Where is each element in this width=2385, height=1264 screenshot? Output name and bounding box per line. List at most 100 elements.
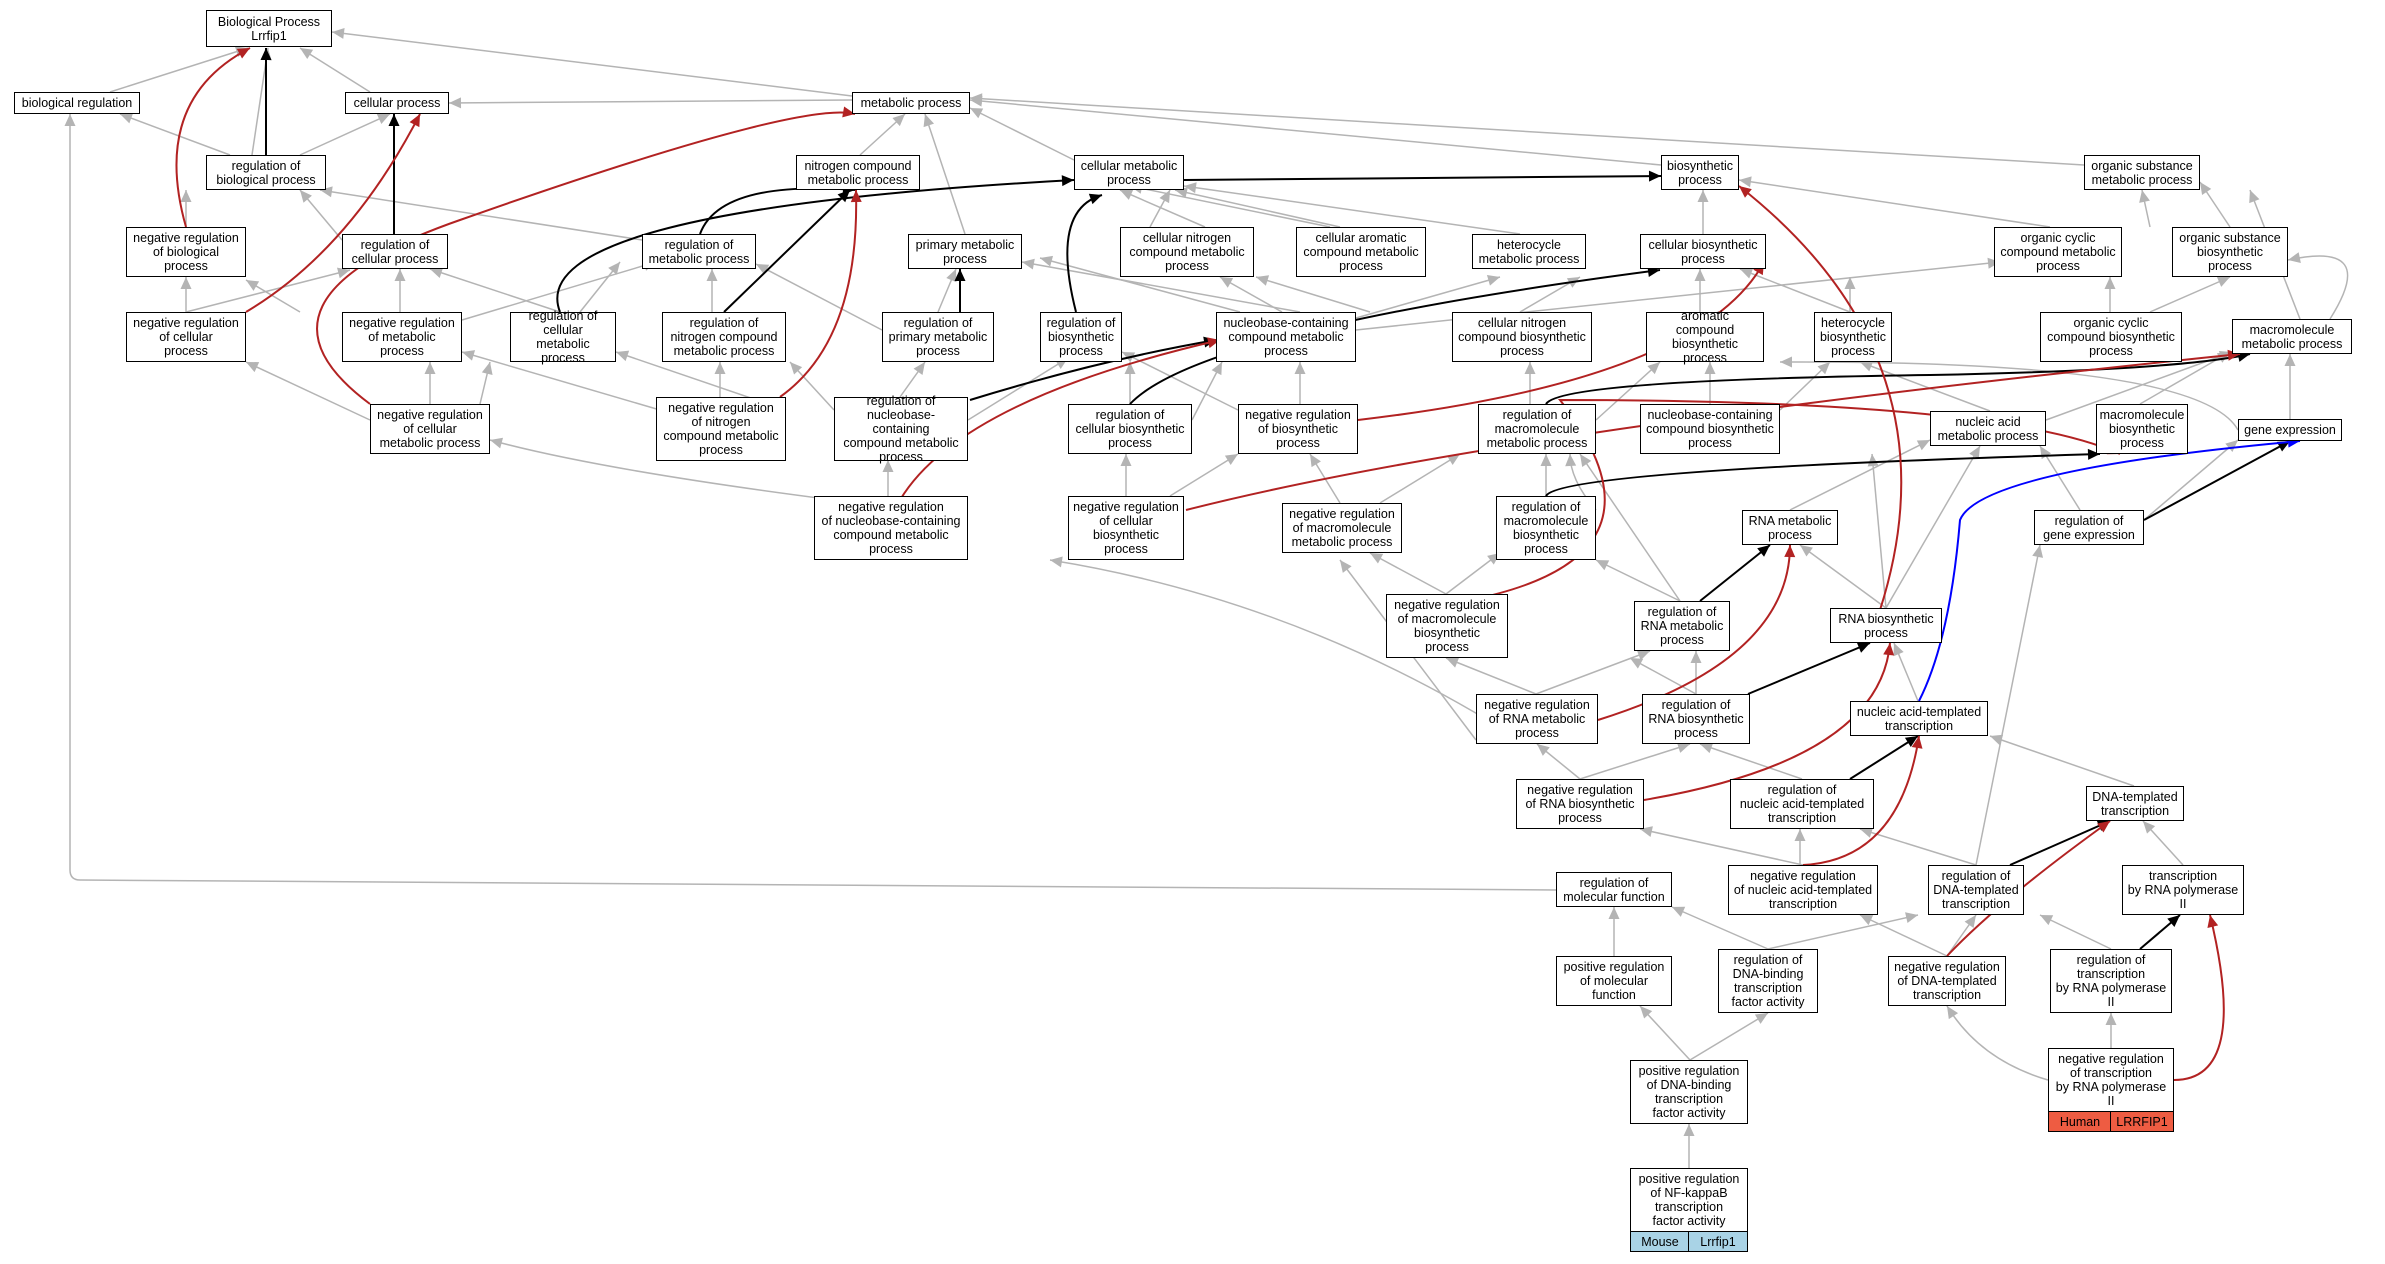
node-regulation-of-dna-templated-transcription[interactable]: regulation of DNA-templated transcriptio…: [1928, 865, 2024, 915]
node-regulation-of-cellular-metabolic-process[interactable]: regulation of cellular metabolic process: [510, 309, 616, 365]
node-regulation-of-transcription-by-rna-polymerase-ii[interactable]: regulation of transcription by RNA polym…: [2050, 949, 2172, 1013]
edge-arrowhead: [1916, 440, 1930, 451]
node-biosynthetic-process[interactable]: biosynthetic process: [1661, 155, 1739, 190]
node-organic-substance-metabolic-process[interactable]: organic substance metabolic process: [2084, 155, 2200, 190]
edge-arrowhead: [2288, 252, 2301, 263]
edge-arrowhead: [337, 267, 350, 279]
node-regulation-of-biosynthetic-process[interactable]: regulation of biosynthetic process: [1040, 312, 1122, 362]
node-negative-regulation-of-rna-metabolic-process[interactable]: negative regulation of RNA metabolic pro…: [1476, 694, 1598, 744]
edge-gray: [69, 114, 1557, 891]
edge-gray: [1989, 735, 2135, 787]
edge-arrowhead: [850, 190, 862, 203]
edge-gray: [1039, 257, 1241, 313]
node-rna-biosynthetic-process[interactable]: RNA biosynthetic process: [1830, 608, 1942, 643]
node-nucleobase-containing-compound-metabolic-process[interactable]: nucleobase-containing compound metabolic…: [1216, 312, 1356, 362]
node-negative-regulation-of-dna-templated-transcription[interactable]: negative regulation of DNA-templated tra…: [1888, 956, 2006, 1006]
node-regulation-of-cellular-process[interactable]: regulation of cellular process: [342, 234, 448, 269]
edge-arrowhead: [1022, 258, 1035, 270]
node-nitrogen-compound-metabolic-process[interactable]: nitrogen compound metabolic process: [796, 155, 920, 190]
node-transcription-by-rna-polymerase-ii[interactable]: transcription by RNA polymerase II: [2122, 865, 2244, 915]
node-regulation-of-nucleic-acid-templated-transcription[interactable]: regulation of nucleic acid-templated tra…: [1730, 779, 1874, 829]
edge-red: [316, 111, 856, 405]
node-metabolic-process[interactable]: metabolic process: [852, 92, 970, 114]
node-regulation-of-rna-biosynthetic-process[interactable]: regulation of RNA biosynthetic process: [1642, 694, 1750, 744]
node-regulation-of-molecular-function[interactable]: regulation of molecular function: [1556, 872, 1672, 907]
node-regulation-of-primary-metabolic-process[interactable]: regulation of primary metabolic process: [882, 312, 994, 362]
edge-arrowhead: [1040, 255, 1054, 267]
edge-arrowhead: [462, 350, 476, 361]
edge-arrowhead: [246, 362, 260, 373]
edge-arrowhead: [300, 48, 314, 60]
edge-gray: [1859, 828, 1977, 866]
node-negative-regulation-of-cellular-biosynthetic-process[interactable]: negative regulation of cellular biosynth…: [1068, 496, 1184, 560]
node-cellular-biosynthetic-process[interactable]: cellular biosynthetic process: [1640, 234, 1766, 269]
node-aromatic-compound-biosynthetic-process[interactable]: aromatic compound biosynthetic process: [1646, 309, 1764, 365]
node-macromolecule-metabolic-process[interactable]: macromolecule metabolic process: [2232, 319, 2352, 354]
node-negative-regulation-of-metabolic-process[interactable]: negative regulation of metabolic process: [342, 312, 462, 362]
edge-arrowhead: [2225, 440, 2238, 452]
node-negative-regulation-of-biosynthetic-process[interactable]: negative regulation of biosynthetic proc…: [1238, 404, 1358, 454]
node-cellular-metabolic-process[interactable]: cellular metabolic process: [1074, 155, 1184, 190]
node-organic-cyclic-compound-metabolic-process[interactable]: organic cyclic compound metabolic proces…: [1994, 227, 2122, 277]
node-cellular-nitrogen-compound-metabolic-process[interactable]: cellular nitrogen compound metabolic pro…: [1120, 227, 1254, 277]
node-positive-regulation-of-dna-binding-transcription-factor-activity[interactable]: positive regulation of DNA-binding trans…: [1630, 1060, 1748, 1124]
node-negative-regulation-of-biological-process[interactable]: negative regulation of biological proces…: [126, 227, 246, 277]
node-negative-regulation-of-macromolecule-metabolic-process[interactable]: negative regulation of macromolecule met…: [1282, 503, 1402, 553]
mouse-species-tag[interactable]: Mouse: [1630, 1231, 1690, 1252]
node-biological-process[interactable]: Biological Process Lrrfip1: [206, 10, 332, 47]
node-biological-regulation[interactable]: biological regulation: [14, 92, 140, 114]
node-negative-regulation-of-cellular-process[interactable]: negative regulation of cellular process: [126, 312, 246, 362]
node-negative-regulation-of-nucleic-acid-templated-transcription[interactable]: negative regulation of nucleic acid-temp…: [1728, 865, 1878, 915]
node-negative-regulation-of-macromolecule-biosynthetic-process[interactable]: negative regulation of macromolecule bio…: [1386, 594, 1508, 658]
node-negative-regulation-of-nitrogen-compound-metabolic-process[interactable]: negative regulation of nitrogen compound…: [656, 397, 786, 461]
node-negative-regulation-of-nucleobase-containing-compound-metabolic-process[interactable]: negative regulation of nucleobase-contai…: [814, 496, 968, 560]
node-heterocycle-metabolic-process[interactable]: heterocycle metabolic process: [1472, 234, 1586, 269]
node-regulation-of-macromolecule-metabolic-process[interactable]: regulation of macromolecule metabolic pr…: [1478, 404, 1596, 454]
node-regulation-of-macromolecule-biosynthetic-process[interactable]: regulation of macromolecule biosynthetic…: [1496, 496, 1596, 560]
node-positive-regulation-of-molecular-function[interactable]: positive regulation of molecular functio…: [1556, 956, 1672, 1006]
node-regulation-of-biological-process[interactable]: regulation of biological process: [206, 155, 326, 190]
edge-black: [1747, 642, 1871, 695]
node-macromolecule-biosynthetic-process[interactable]: macromolecule biosynthetic process: [2096, 404, 2188, 454]
human-gene-tag[interactable]: LRRFIP1: [2110, 1111, 2174, 1132]
node-dna-templated-transcription[interactable]: DNA-templated transcription: [2086, 786, 2184, 821]
node-heterocycle-biosynthetic-process[interactable]: heterocycle biosynthetic process: [1814, 312, 1892, 362]
node-regulation-of-nucleobase-containing-compound-metabolic-process[interactable]: regulation of nucleobase-containing comp…: [834, 394, 968, 464]
node-negative-regulation-of-rna-biosynthetic-process[interactable]: negative regulation of RNA biosynthetic …: [1516, 779, 1644, 829]
node-organic-substance-biosynthetic-process[interactable]: organic substance biosynthetic process: [2172, 227, 2288, 277]
node-regulation-of-cellular-biosynthetic-process[interactable]: regulation of cellular biosynthetic proc…: [1068, 404, 1192, 454]
node-nucleic-acid-metabolic-process[interactable]: nucleic acid metabolic process: [1930, 411, 2046, 446]
node-regulation-of-nitrogen-compound-metabolic-process[interactable]: regulation of nitrogen compound metaboli…: [662, 312, 786, 362]
node-cellular-aromatic-compound-metabolic-process[interactable]: cellular aromatic compound metabolic pro…: [1296, 227, 1426, 277]
edge-gray: [245, 361, 371, 421]
node-regulation-of-rna-metabolic-process[interactable]: regulation of RNA metabolic process: [1634, 601, 1730, 651]
mouse-gene-tag[interactable]: Lrrfip1: [1688, 1231, 1748, 1252]
human-species-tag[interactable]: Human: [2048, 1111, 2112, 1132]
edge-arrowhead: [2105, 1013, 2117, 1025]
node-organic-cyclic-compound-biosynthetic-process[interactable]: organic cyclic compound biosynthetic pro…: [2040, 312, 2182, 362]
edge-arrowhead: [1596, 560, 1610, 571]
edge-black: [1066, 194, 1103, 313]
node-regulation-of-gene-expression[interactable]: regulation of gene expression: [2034, 510, 2144, 545]
edge-arrowhead: [882, 460, 894, 472]
node-cellular-process[interactable]: cellular process: [345, 92, 449, 114]
node-nucleobase-containing-compound-biosynthetic-process[interactable]: nucleobase-containing compound biosynthe…: [1640, 404, 1780, 454]
edge-arrowhead: [1061, 175, 1074, 187]
edge-black: [556, 179, 1075, 313]
edge-black: [1183, 175, 1662, 181]
node-regulation-of-metabolic-process[interactable]: regulation of metabolic process: [642, 234, 756, 269]
node-cellular-nitrogen-compound-biosynthetic-process[interactable]: cellular nitrogen compound biosynthetic …: [1452, 312, 1592, 362]
node-rna-metabolic-process[interactable]: RNA metabolic process: [1742, 510, 1838, 545]
edge-arrowhead: [1757, 545, 1770, 557]
node-primary-metabolic-process[interactable]: primary metabolic process: [908, 234, 1022, 269]
edge-gray: [1767, 914, 1919, 950]
edge-arrowhead: [1800, 545, 1813, 557]
node-negative-regulation-of-transcription-by-rna-polymerase-ii[interactable]: negative regulation of transcription by …: [2048, 1048, 2174, 1112]
node-regulation-of-dna-binding-transcription-factor-activity[interactable]: regulation of DNA-binding transcription …: [1718, 949, 1818, 1013]
node-negative-regulation-of-cellular-metabolic-process[interactable]: negative regulation of cellular metaboli…: [370, 404, 490, 454]
node-positive-regulation-of-nf-kappab-transcription-factor-activity[interactable]: positive regulation of NF-kappaB transcr…: [1630, 1168, 1748, 1232]
edge-arrowhead: [2139, 190, 2150, 203]
node-gene-expression[interactable]: gene expression: [2238, 419, 2342, 441]
node-nucleic-acid-templated-transcription[interactable]: nucleic acid-templated transcription: [1850, 701, 1988, 736]
edge-gray: [2039, 914, 2112, 950]
